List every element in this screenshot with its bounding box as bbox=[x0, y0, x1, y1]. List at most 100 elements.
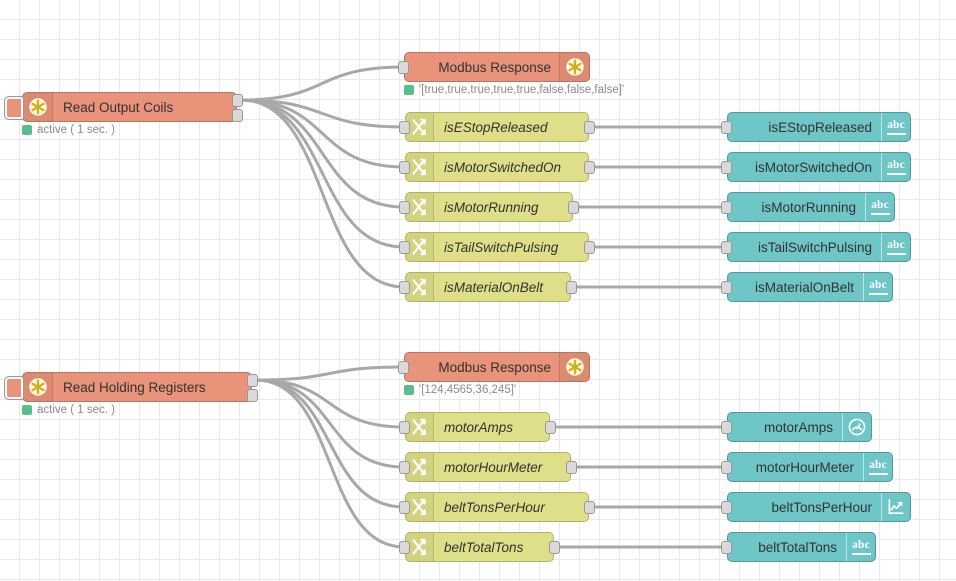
swap-arrows-icon bbox=[411, 417, 429, 437]
node-icon-container: abc bbox=[881, 113, 910, 141]
modbus-read-node-coils[interactable]: Read Output Coils bbox=[4, 92, 243, 122]
ui-widget-node-beltTotalTons[interactable]: beltTotalTons abc bbox=[721, 532, 876, 562]
node-output-port[interactable] bbox=[584, 121, 595, 134]
node-input-port[interactable] bbox=[399, 161, 410, 174]
node-label: isMotorSwitchedOn bbox=[444, 159, 562, 175]
node-input-port[interactable] bbox=[399, 121, 410, 134]
status-text: active ( 1 sec. ) bbox=[37, 124, 115, 136]
change-node-isEStopReleased[interactable]: isEStopReleased bbox=[399, 112, 595, 142]
node-icon-container: abc bbox=[863, 273, 892, 301]
node-label: Read Holding Registers bbox=[63, 379, 206, 395]
node-input-port[interactable] bbox=[721, 421, 732, 434]
node-output-port[interactable] bbox=[566, 281, 577, 294]
swap-arrows-icon bbox=[411, 197, 429, 217]
node-input-port[interactable] bbox=[721, 161, 732, 174]
modbus-read-node-registers[interactable]: Read Holding Registers bbox=[4, 372, 258, 402]
node-output-port[interactable] bbox=[584, 241, 595, 254]
status-text: '[true,true,true,true,true,false,false,f… bbox=[419, 84, 625, 96]
node-label: isMotorRunning bbox=[761, 199, 856, 215]
node-input-port[interactable] bbox=[399, 241, 410, 254]
node-label: Modbus Response bbox=[438, 359, 551, 375]
status-dot-icon bbox=[22, 405, 32, 415]
swap-arrows-icon bbox=[411, 157, 429, 177]
status-dot-icon bbox=[22, 125, 32, 135]
node-output-port[interactable] bbox=[566, 461, 577, 474]
node-output-port[interactable] bbox=[247, 389, 258, 402]
node-input-port[interactable] bbox=[721, 281, 732, 294]
node-output-port[interactable] bbox=[568, 201, 579, 214]
abc-text-icon: abc bbox=[886, 119, 906, 135]
node-label: beltTotalTons bbox=[758, 539, 837, 555]
node-label: isTailSwitchPulsing bbox=[444, 239, 559, 255]
inject-trigger-button[interactable] bbox=[4, 376, 24, 400]
node-input-port[interactable] bbox=[721, 121, 732, 134]
ui-widget-node-motorAmps[interactable]: motorAmps bbox=[721, 412, 872, 442]
node-input-port[interactable] bbox=[399, 501, 410, 514]
node-input-port[interactable] bbox=[721, 501, 732, 514]
node-input-port[interactable] bbox=[399, 541, 410, 554]
node-label: isMotorRunning bbox=[444, 199, 539, 215]
swap-arrows-icon bbox=[411, 237, 429, 257]
inject-trigger-button[interactable] bbox=[4, 96, 24, 120]
wire bbox=[254, 365, 405, 382]
node-output-port[interactable] bbox=[584, 501, 595, 514]
node-status-coils: active ( 1 sec. ) bbox=[22, 124, 115, 136]
node-output-port[interactable] bbox=[549, 541, 560, 554]
node-input-port[interactable] bbox=[721, 241, 732, 254]
node-output-port[interactable] bbox=[232, 109, 243, 122]
node-output-port[interactable] bbox=[545, 421, 556, 434]
node-output-port[interactable] bbox=[232, 94, 243, 107]
node-icon-container bbox=[406, 493, 434, 521]
swap-arrows-icon bbox=[411, 457, 429, 477]
node-icon-container bbox=[406, 193, 434, 221]
node-icon-container bbox=[881, 493, 910, 521]
swap-arrows-icon bbox=[411, 537, 429, 557]
change-node-isMotorRunning[interactable]: isMotorRunning bbox=[399, 192, 579, 222]
abc-text-icon: abc bbox=[886, 159, 906, 175]
swap-arrows-icon bbox=[411, 117, 429, 137]
node-icon-container bbox=[406, 233, 434, 261]
node-input-port[interactable] bbox=[398, 61, 409, 74]
status-dot-icon bbox=[404, 85, 414, 95]
node-input-port[interactable] bbox=[399, 281, 410, 294]
status-text: active ( 1 sec. ) bbox=[37, 404, 115, 416]
node-icon-container bbox=[406, 533, 434, 561]
change-node-beltTotalTons[interactable]: beltTotalTons bbox=[399, 532, 560, 562]
node-icon-container bbox=[842, 413, 871, 441]
node-input-port[interactable] bbox=[399, 461, 410, 474]
change-node-motorHourMeter[interactable]: motorHourMeter bbox=[399, 452, 577, 482]
node-icon-container bbox=[406, 453, 434, 481]
change-node-isTailSwitchPulsing[interactable]: isTailSwitchPulsing bbox=[399, 232, 595, 262]
modbus-response-node-coils[interactable]: Modbus Response bbox=[398, 52, 590, 82]
node-input-port[interactable] bbox=[721, 461, 732, 474]
modbus-response-node-registers[interactable]: Modbus Response bbox=[398, 352, 590, 382]
node-output-port[interactable] bbox=[247, 374, 258, 387]
node-icon-container bbox=[559, 53, 589, 81]
ui-widget-node-beltTonsPerHour[interactable]: beltTonsPerHour bbox=[721, 492, 911, 522]
status-dot-icon bbox=[404, 385, 414, 395]
abc-text-icon: abc bbox=[868, 279, 888, 295]
change-node-isMaterialOnBelt[interactable]: isMaterialOnBelt bbox=[399, 272, 577, 302]
change-node-beltTonsPerHour[interactable]: beltTonsPerHour bbox=[399, 492, 595, 522]
node-input-port[interactable] bbox=[399, 201, 410, 214]
node-input-port[interactable] bbox=[721, 201, 732, 214]
node-label: motorAmps bbox=[763, 419, 833, 435]
change-node-motorAmps[interactable]: motorAmps bbox=[399, 412, 556, 442]
ui-widget-node-motorHourMeter[interactable]: motorHourMeter abc bbox=[721, 452, 893, 482]
node-input-port[interactable] bbox=[398, 361, 409, 374]
node-input-port[interactable] bbox=[721, 541, 732, 554]
change-node-isMotorSwitchedOn[interactable]: isMotorSwitchedOn bbox=[399, 152, 595, 182]
gauge-icon bbox=[847, 417, 867, 437]
node-label: motorHourMeter bbox=[755, 459, 854, 475]
node-input-port[interactable] bbox=[399, 421, 410, 434]
node-icon-container: abc bbox=[863, 453, 892, 481]
node-output-port[interactable] bbox=[584, 161, 595, 174]
node-label: beltTotalTons bbox=[444, 539, 524, 555]
abc-text-icon: abc bbox=[851, 539, 871, 555]
